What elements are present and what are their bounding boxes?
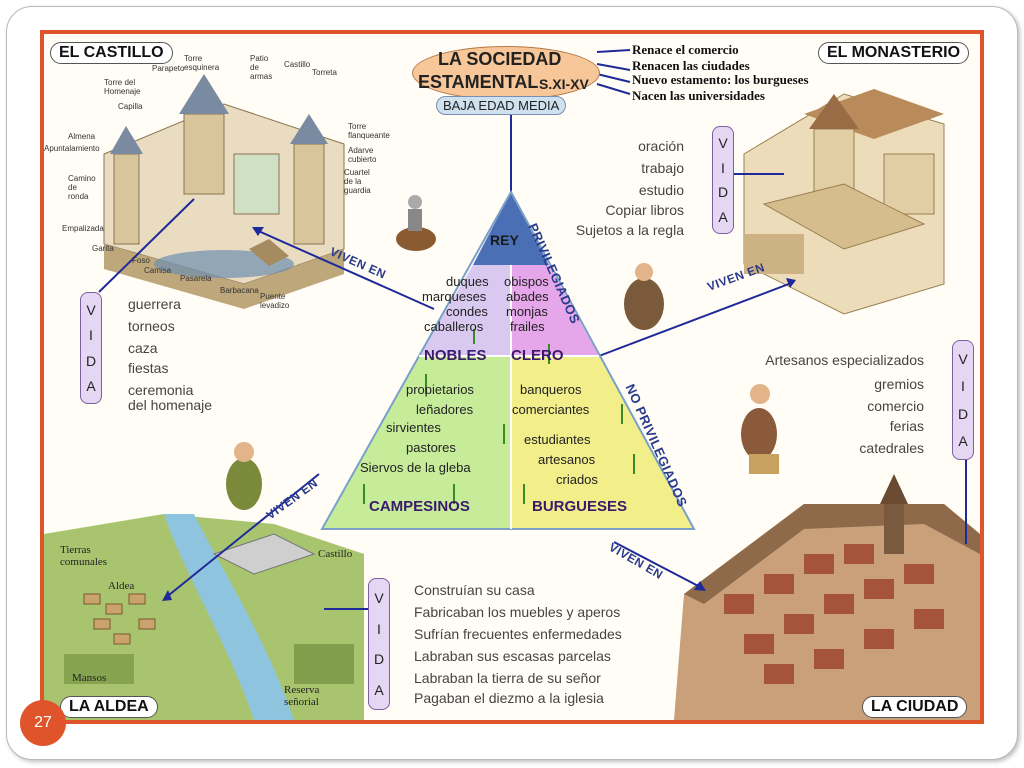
vida-city-item: catedrales (859, 440, 924, 456)
burgueses-item: artesanos (538, 452, 596, 467)
title-subtitle: BAJA EDAD MEDIA (436, 96, 567, 115)
place-tag-village: LA ALDEA (60, 696, 158, 718)
feature-item: Renacen las ciudades (632, 58, 750, 73)
castle-part-label: Torreta (312, 68, 337, 77)
vida-castle-item: torneos (128, 318, 175, 334)
vida-village-item: Sufrían frecuentes enfermedades (414, 626, 622, 642)
feature-item: Renace el comercio (632, 42, 739, 57)
knight-figure (396, 195, 436, 251)
burgueses-item: criados (556, 472, 598, 487)
feature-item: Nacen las universidades (632, 88, 765, 103)
clero-item: obispos (504, 274, 549, 289)
place-tag-castle: EL CASTILLO (50, 42, 173, 64)
vida-village-item: Pagaban el diezmo a la iglesia (414, 690, 604, 706)
castle-part-label: Adarve cubierto (348, 146, 377, 164)
campesinos-item: leñadores (416, 402, 474, 417)
vida-city-item: comercio (867, 398, 924, 414)
vida-village-item: Construían su casa (414, 582, 535, 598)
nobles-item: duques (446, 274, 489, 289)
campesinos-item: sirvientes (386, 420, 441, 435)
castle-part-label: Castillo (284, 60, 311, 69)
castle-part-label: Foso (132, 256, 150, 265)
clero-item: abades (506, 289, 549, 304)
village-label: Castillo (318, 548, 353, 560)
castle-part-label: Almena (68, 132, 96, 141)
castle-part-label: Camino de ronda (68, 174, 96, 201)
castle-part-label: Torre del Homenaje (104, 78, 141, 96)
clero-label: CLERO (511, 347, 564, 364)
vida-monastery-item: oración (638, 138, 684, 154)
page-number-badge: 27 (20, 700, 66, 746)
vida-village-item: Fabricaban los muebles y aperos (414, 604, 621, 620)
village-label: Mansos (72, 672, 107, 684)
burgueses-item: estudiantes (524, 432, 591, 447)
village-illustration (44, 514, 364, 720)
place-tag-city: LA CIUDAD (862, 696, 968, 718)
burgueses-item: comerciantes (512, 402, 590, 417)
village-label: Aldea (108, 580, 135, 592)
place-tag-monastery: EL MONASTERIO (818, 42, 970, 64)
title-period: S.XI-XV (539, 76, 589, 92)
castle-part-label: Torre esquinera (184, 54, 220, 72)
castle-part-label: Empalizada (62, 224, 104, 233)
castle-part-label: Cuartel de la guardia (344, 168, 371, 195)
vida-city-item: gremios (874, 376, 924, 392)
castle-part-label: Garita (92, 244, 114, 253)
vida-village-item: Labraban la tierra de su señor (414, 670, 601, 686)
castle-part-label: Pasarela (180, 274, 212, 283)
castle-part-label: Parapeto (152, 64, 185, 73)
vida-monastery-item: trabajo (641, 160, 684, 176)
castle-part-label: Barbacana (220, 286, 259, 295)
artisan-figure (741, 384, 779, 474)
nobles-label: NOBLES (424, 347, 487, 364)
vida-city-item: Artesanos especializados (765, 352, 924, 368)
vida-city-item: ferias (889, 418, 924, 434)
burgueses-item: banqueros (520, 382, 582, 397)
castle-part-label: Patio de armas (250, 54, 273, 81)
burgueses-label: BURGUESES (532, 498, 628, 515)
title-line1: LA SOCIEDAD (438, 49, 562, 69)
castle-part-label: Puente levadizo (260, 292, 290, 310)
nobles-item: condes (446, 304, 488, 319)
clero-item: frailes (510, 319, 545, 334)
castle-illustration (103, 74, 345, 309)
nobles-item: caballeros (424, 319, 484, 334)
peasant-figure (226, 442, 262, 510)
vida-monastery-item: estudio (638, 182, 684, 198)
castle-part-label: Camisa (144, 266, 172, 275)
concept-map: LA SOCIEDAD ESTAMENTAL S.XI-XV BAJA EDAD… (40, 30, 984, 724)
vida-castle-item: fiestas (128, 360, 169, 376)
illustrations-layer (44, 49, 980, 720)
village-label: Tierras comunales (60, 544, 108, 568)
castle-part-label: Torre flanqueante (348, 122, 390, 140)
nobles-item: marqueses (422, 289, 487, 304)
city-illustration (674, 474, 980, 720)
monastery-illustration (743, 89, 945, 315)
vida-castle-item: caza (128, 340, 158, 356)
campesinos-label: CAMPESINOS (369, 498, 470, 515)
clero-item: monjas (506, 304, 548, 319)
monk-figure (624, 263, 664, 330)
campesinos-item: Siervos de la gleba (360, 460, 471, 475)
feature-item: Nuevo estamento: los burgueses (632, 72, 809, 87)
vida-monastery-item: Sujetos a la regla (575, 222, 684, 238)
castle-part-label: Apuntalamiento (44, 144, 100, 153)
village-label: Reserva señorial (284, 684, 320, 708)
title-line2: ESTAMENTAL (418, 72, 539, 92)
vida-castle-item: guerrera (128, 296, 181, 312)
vida-monastery-item: Copiar libros (605, 202, 684, 218)
campesinos-item: propietarios (406, 382, 474, 397)
castle-part-label: Capilla (118, 102, 143, 111)
pyramid-rey: REY (490, 232, 519, 248)
vida-castle-item: ceremonia (128, 382, 194, 398)
campesinos-item: pastores (406, 440, 456, 455)
vida-castle-item: del homenaje (128, 397, 213, 413)
vida-village-item: Labraban sus escasas parcelas (414, 648, 611, 664)
